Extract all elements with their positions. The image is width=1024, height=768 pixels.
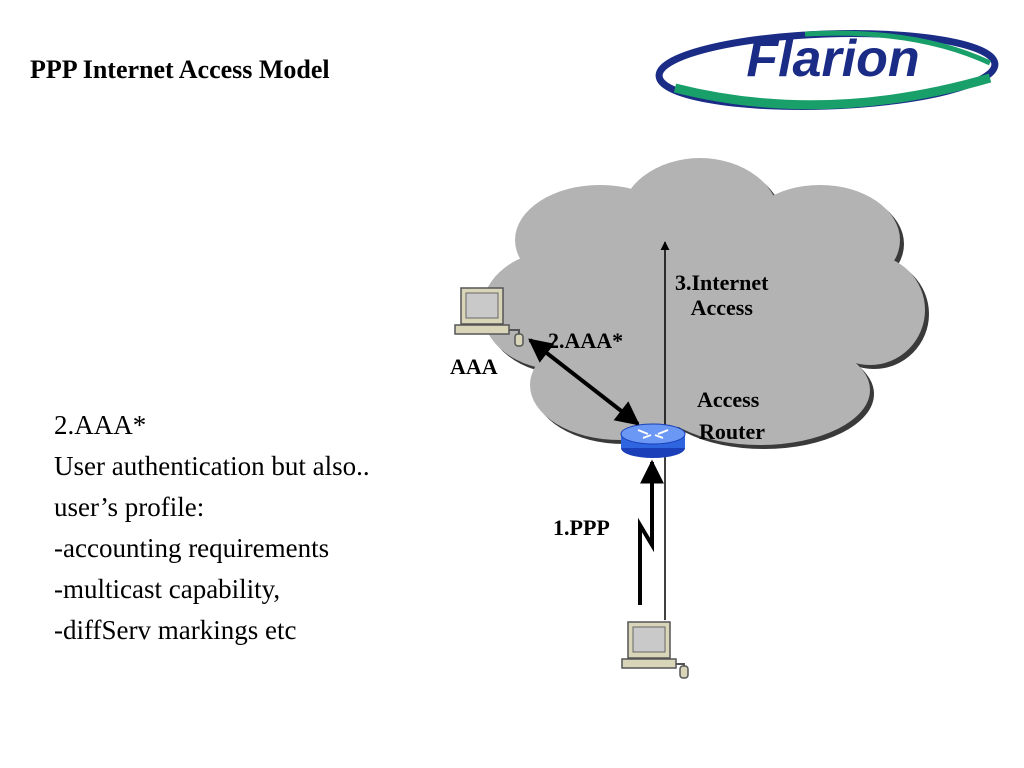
aaa-server-computer-icon <box>454 287 524 347</box>
internet-access-label-line2: Access <box>690 295 753 320</box>
notes-line: user’s profile: <box>54 492 205 522</box>
flarion-logo: Flarion <box>655 18 1000 118</box>
user-computer-icon <box>621 621 689 679</box>
slide-title: PPP Internet Access Model <box>30 55 330 84</box>
notes-text-block: 2.AAA* User authentication but also.. us… <box>54 405 370 651</box>
internet-access-label-line1: 3.Internet <box>675 270 769 295</box>
notes-line: -diffServ markings etc <box>54 615 297 645</box>
ppp-label: 1.PPP <box>553 515 610 540</box>
access-router-label: Access Router <box>697 387 765 444</box>
access-router-label-line1: Access <box>697 387 760 412</box>
logo-text: Flarion <box>746 30 919 88</box>
access-router-label-line2: Router <box>699 419 765 444</box>
internet-access-label: 3.Internet Access <box>675 270 768 320</box>
aaa-arrow <box>528 338 640 426</box>
notes-line: User authentication but also.. <box>54 451 370 481</box>
notes-line: 2.AAA* <box>54 410 147 440</box>
aaa-arrow-label: 2.AAA* <box>548 328 624 353</box>
ppp-arrow <box>638 459 664 605</box>
notes-line: -accounting requirements <box>54 533 330 563</box>
notes-line: -multicast capability, <box>54 574 281 604</box>
aaa-server-label: AAA <box>450 354 498 379</box>
access-router-icon <box>620 423 686 458</box>
